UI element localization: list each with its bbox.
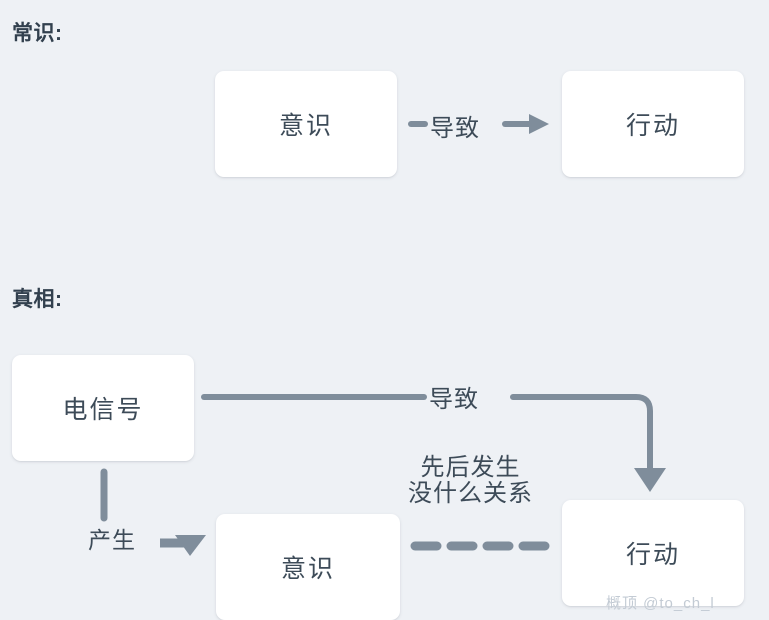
node-label: 行动 xyxy=(625,541,680,569)
diagram-canvas: 常识: 意识 行动 导致 真相: 电信号 意识 行动 导致 产生 先后发生 没什… xyxy=(12,22,744,620)
edge-label-unrelated-line1: 先后发生 xyxy=(420,454,521,481)
edge-label-causes-common-sense: 导致 xyxy=(430,115,480,142)
node-label: 意识 xyxy=(280,555,335,583)
arrowhead-produces xyxy=(175,535,206,556)
edge-label-produces: 产生 xyxy=(88,527,136,553)
edge-label-unrelated: 先后发生 没什么关系 xyxy=(408,455,533,506)
node-label: 行动 xyxy=(625,112,680,140)
connector-causes-truth-elbow xyxy=(510,394,653,473)
node-consciousness-common-sense[interactable]: 意识 xyxy=(215,71,397,177)
edge-label-unrelated-line2: 没什么关系 xyxy=(408,479,533,507)
arrowhead-causes-common-sense xyxy=(529,114,549,134)
arrowhead-causes-truth xyxy=(634,468,666,492)
node-action-common-sense[interactable]: 行动 xyxy=(562,71,744,177)
edge-label-causes-truth: 导致 xyxy=(429,386,479,413)
node-label: 意识 xyxy=(278,112,333,140)
node-consciousness-truth[interactable]: 意识 xyxy=(216,514,400,620)
section-label-truth: 真相: xyxy=(12,288,63,311)
section-label-common-sense: 常识: xyxy=(12,22,63,45)
node-action-truth[interactable]: 行动 xyxy=(562,500,744,606)
watermark: 概顶 @to_ch_l xyxy=(606,595,715,612)
node-electric-signal[interactable]: 电信号 xyxy=(12,355,194,461)
node-label: 电信号 xyxy=(62,396,144,424)
